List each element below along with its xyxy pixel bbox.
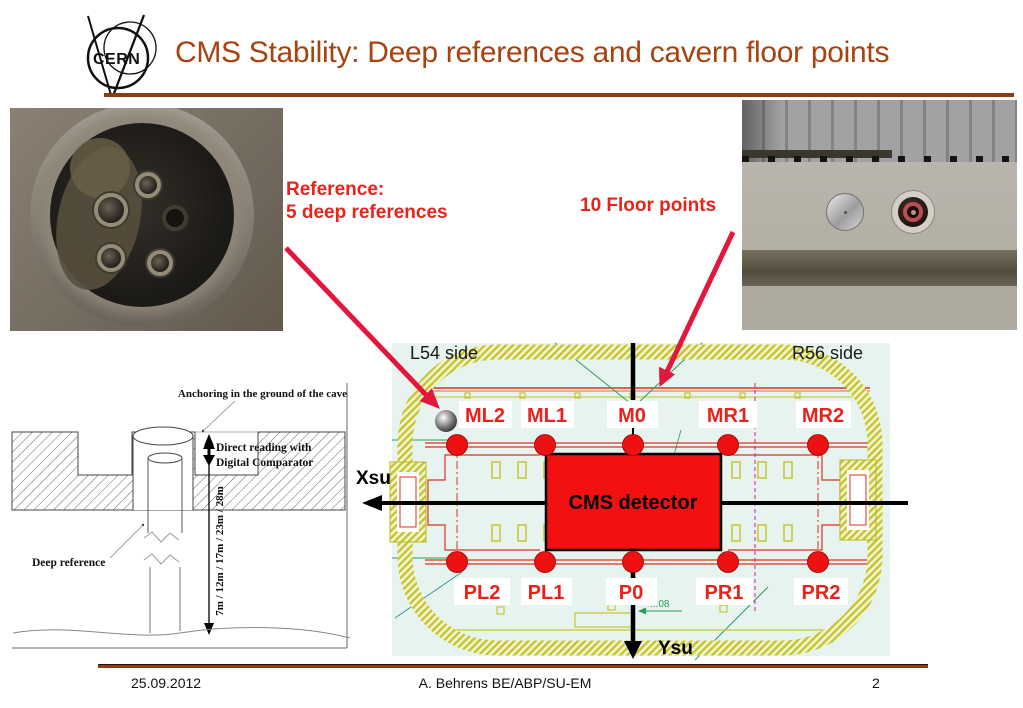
reference-callout-line1: Reference: [286, 179, 385, 200]
bottom-point-labels: PL2 PL1 P0 PR1 PR2 [454, 578, 848, 605]
floor-points-callout: 10 Floor points [580, 195, 717, 216]
logo-text: CERN [93, 51, 140, 68]
point-label-m0: M0 [618, 405, 646, 427]
survey-point-dots [446, 434, 829, 573]
top-point-labels: ML2 ML1 M0 MR1 MR2 [459, 401, 851, 428]
photo-socket-ring [97, 244, 125, 272]
ground-line [12, 627, 351, 639]
point-label-pl1: PL1 [528, 582, 565, 604]
cavern-wall-niche-right [839, 459, 877, 541]
logo-circle-small [103, 21, 157, 75]
survey-rail-lines [425, 442, 870, 565]
photo-mud-patch-2 [70, 138, 130, 198]
point-label-ml1: ML1 [527, 405, 567, 427]
pipe-break-symbol [143, 531, 180, 543]
photo-gap-line [742, 150, 892, 158]
point-label-p0: P0 [619, 582, 643, 604]
photo-socket-ring [135, 172, 161, 198]
deep-reference-photo [10, 108, 283, 331]
photo-floor-socket [891, 190, 935, 234]
direct-reading-caption-1: Direct reading with [216, 442, 312, 454]
l54-side-label: L54 side [410, 343, 478, 363]
point-label-pl2: PL2 [464, 582, 501, 604]
photo-grout-trench [742, 250, 1017, 286]
photo-grating-teeth [742, 156, 1017, 165]
depth-values-label: 7m / 12m / 17m / 23m / 28m [214, 486, 226, 616]
pipe-break-symbol [143, 553, 180, 565]
ysu-axis-label: Ysu [658, 638, 693, 659]
direct-reading-caption-2: Digital Comparator [216, 457, 313, 469]
footer-date: 25.09.2012 [131, 675, 202, 691]
point-label-pr2: PR2 [802, 582, 841, 604]
anchoring-drawing: Anchoring in the ground of the cave Dire… [11, 383, 351, 649]
cms-detector-rect [544, 452, 723, 552]
photo-socket-ring [147, 250, 173, 276]
floor-point-photo [742, 100, 1017, 330]
r56-side-label: R56 side [792, 343, 863, 363]
photo-concrete [742, 162, 1017, 250]
header-divider [104, 93, 1014, 97]
xsu-arrowhead [362, 495, 382, 511]
ysu-arrowhead [624, 641, 642, 659]
point-label-pr1: PR1 [705, 582, 744, 604]
xsu-axis-label: Xsu [356, 468, 391, 489]
deep-reference-caption: Deep reference [32, 557, 105, 569]
cad-note: ...08 [650, 599, 670, 610]
deep-rod-top [147, 452, 183, 464]
photo-socket-ring [162, 205, 188, 231]
photo-concrete-lower [742, 286, 1017, 330]
cylinder-mask [133, 436, 193, 510]
reference-callout: Reference: 5 deep references [286, 178, 448, 224]
photo-metal-disc [826, 193, 864, 231]
footer-divider [98, 664, 928, 668]
photo-socket-ring [94, 193, 128, 227]
reference-callout-line2: 5 deep references [286, 202, 448, 224]
cms-detector-label: CMS detector [569, 492, 698, 514]
cern-logo: CERN [86, 14, 157, 96]
anchoring-caption: Anchoring in the ground of the cave [178, 388, 347, 400]
point-label-ml2: ML2 [465, 405, 505, 427]
page-title: CMS Stability: Deep references and caver… [175, 36, 890, 69]
footer-page-number: 2 [872, 675, 880, 691]
cad-door-symbols [464, 392, 801, 399]
anchor-sleeve-top [132, 426, 194, 446]
deep-reference-sphere [435, 410, 457, 432]
point-label-mr2: MR2 [802, 405, 844, 427]
point-label-mr1: MR1 [707, 405, 749, 427]
cavern-plan-diagram: CMS detector ...08 ML2 ML1 M0 MR1 MR2 PL… [356, 342, 908, 661]
logo-circle-large [86, 26, 150, 90]
footer-author: A. Behrens BE/ABP/SU-EM [418, 675, 592, 691]
